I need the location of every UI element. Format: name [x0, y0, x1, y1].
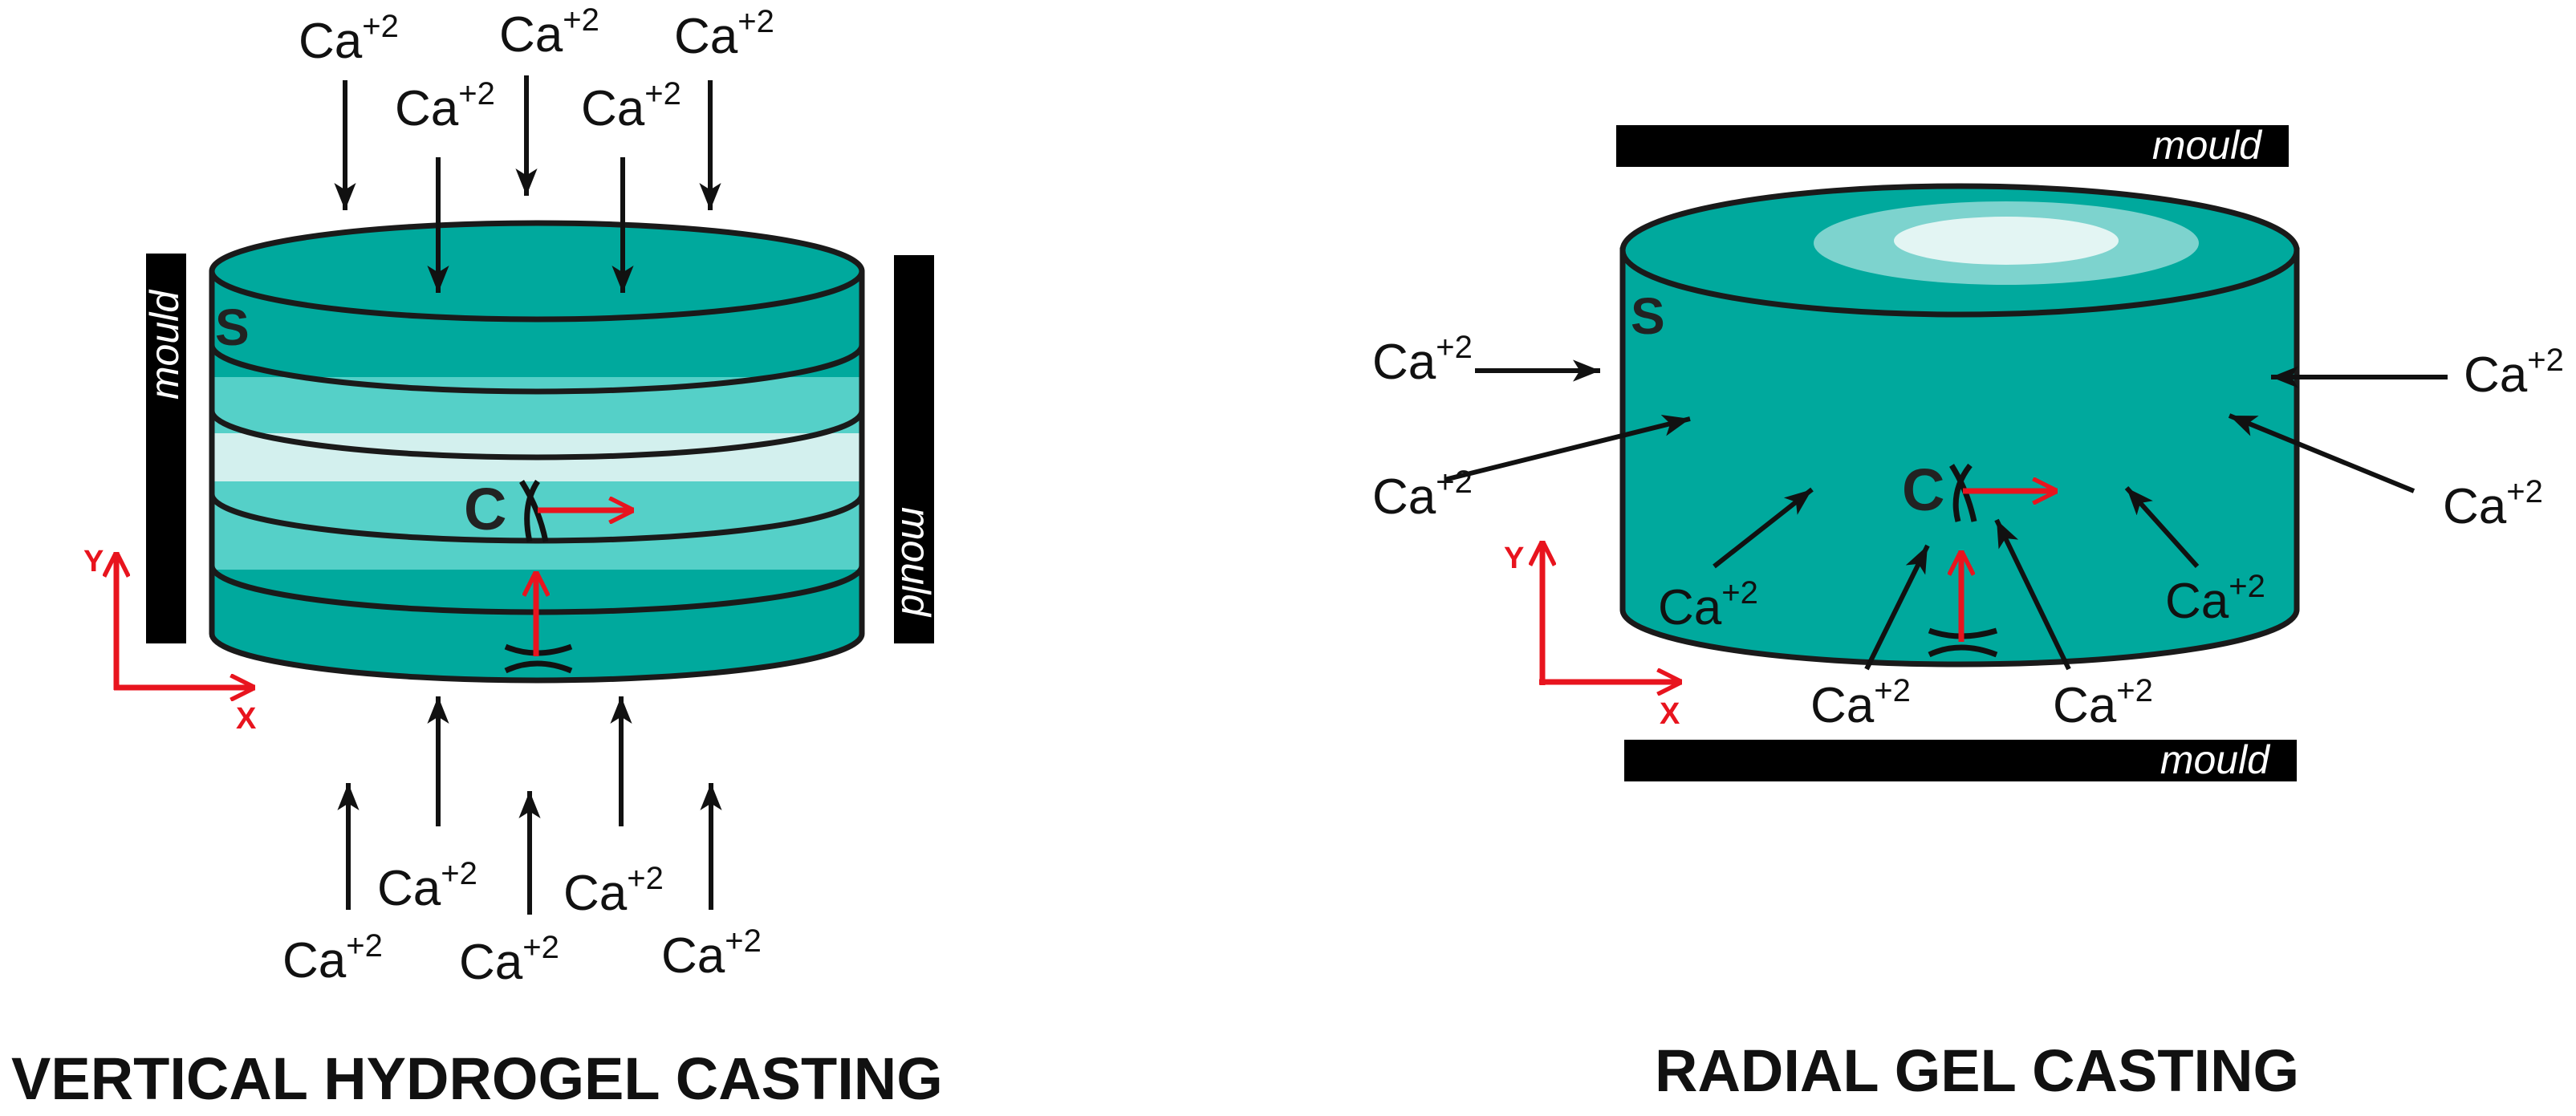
ion-label: Ca+2 [2165, 569, 2265, 629]
center-label: C [464, 476, 506, 542]
left-mould-label: mould [142, 289, 187, 400]
ion-label: Ca+2 [377, 856, 477, 916]
center-label: C [1902, 457, 1944, 523]
cylinder-top-face [209, 220, 865, 323]
left-panel-title: VERTICAL HYDROGEL CASTING [11, 1045, 943, 1112]
axis-indicator [1539, 541, 1682, 685]
top-ion-arrows [334, 75, 721, 293]
ion-label: Ca+2 [563, 861, 664, 921]
top-face-center [1894, 217, 2119, 265]
top-mould-label: mould [2152, 123, 2263, 168]
left-mould-bar: mould [142, 254, 187, 643]
ion-label: Ca+2 [674, 4, 774, 64]
ion-label: Ca+2 [661, 923, 762, 984]
axis-x-label: X [236, 702, 257, 736]
vertical-casting-panel: mould mould S C [11, 2, 943, 1112]
surface-label: S [215, 298, 250, 356]
right-mould-label: mould [893, 507, 938, 618]
radial-ion-arrows [1444, 359, 2448, 671]
radial-ion-labels: Ca+2 Ca+2 Ca+2 Ca+2 Ca+2 Ca+2 Ca+2 Ca+2 [1372, 330, 2564, 733]
ion-label: Ca+2 [499, 2, 599, 63]
axis-x-label: X [1660, 697, 1680, 731]
ion-label: Ca+2 [1658, 575, 1758, 635]
ion-label: Ca+2 [282, 928, 383, 988]
ion-label: Ca+2 [581, 76, 681, 136]
center-red-arrows [1961, 491, 2058, 642]
ion-label: Ca+2 [1372, 465, 1473, 525]
ion-label: Ca+2 [2443, 474, 2543, 534]
axis-indicator [114, 552, 255, 690]
axis-y-label: Y [83, 545, 104, 578]
ion-label: Ca+2 [459, 930, 559, 990]
bottom-ion-arrows [337, 696, 722, 915]
ion-label: Ca+2 [2053, 673, 2153, 733]
radial-cylinder [1619, 183, 2300, 668]
bottom-ion-labels: Ca+2 Ca+2 Ca+2 Ca+2 Ca+2 [282, 856, 762, 990]
ion-label: Ca+2 [395, 76, 495, 136]
ion-label: Ca+2 [1810, 673, 1911, 733]
center-red-arrows [536, 510, 634, 656]
ion-label: Ca+2 [299, 9, 399, 69]
top-mould-bar: mould [1616, 123, 2289, 168]
radial-casting-panel: mould mould S C [1372, 123, 2564, 1104]
center-cross-mark [519, 480, 549, 542]
axis-y-label: Y [1504, 542, 1524, 575]
cylinder-outline [209, 271, 865, 684]
ion-label: Ca+2 [2464, 343, 2564, 403]
right-panel-title: RADIAL GEL CASTING [1655, 1037, 2299, 1104]
bottom-mould-bar: mould [1624, 737, 2297, 782]
bottom-mould-label: mould [2160, 737, 2271, 782]
ion-label: Ca+2 [1372, 330, 1473, 390]
surface-label: S [1631, 287, 1665, 345]
top-ion-labels: Ca+2 Ca+2 Ca+2 Ca+2 Ca+2 [299, 2, 774, 136]
right-mould-bar: mould [893, 255, 938, 643]
